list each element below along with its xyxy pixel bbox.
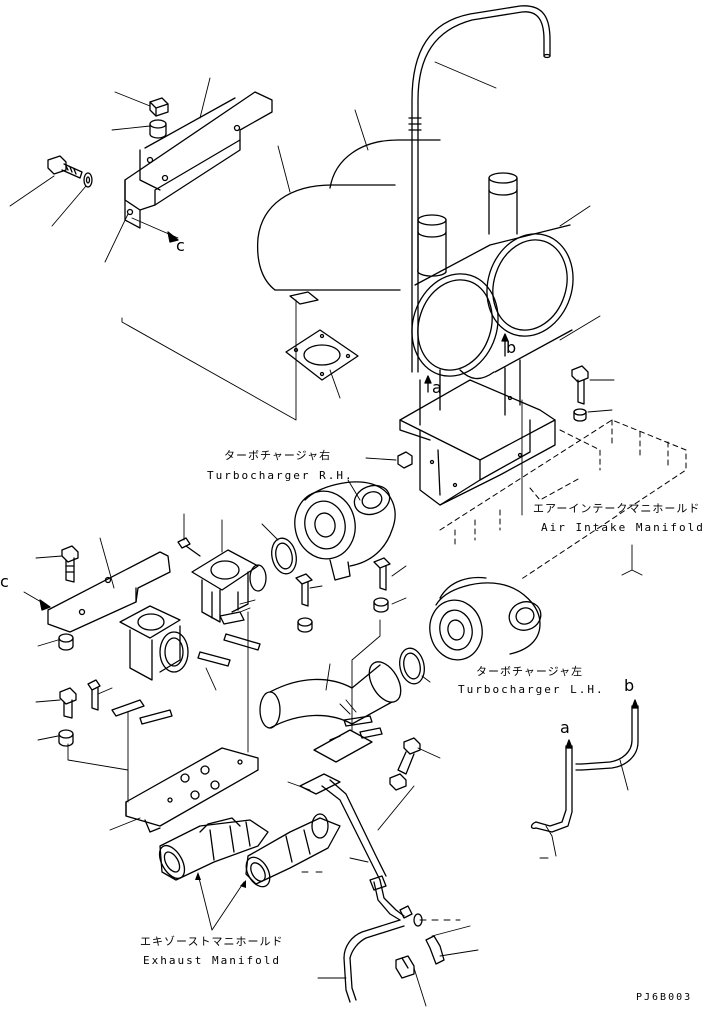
arrow-c-top — [167, 231, 179, 243]
ref-c-top: c — [176, 236, 185, 255]
breather-tube — [408, 5, 551, 373]
air-intake-manifold — [439, 419, 687, 581]
bolt-mid-2 — [373, 557, 407, 591]
turbo-adapter-rh — [191, 549, 267, 623]
adapter-bolt-lh — [87, 679, 113, 711]
turbo-rh-label-en: Turbocharger R.H. — [207, 469, 354, 482]
drawing-code: PJ6B003 — [636, 992, 693, 1003]
exhaust-manifold-label-en: Exhaust Manifold — [143, 954, 281, 967]
turbocharger-rh — [294, 481, 396, 581]
adapter-stud — [177, 513, 223, 557]
left-spacer-1 — [58, 633, 74, 651]
intake-manifold-label-en: Air Intake Manifold — [541, 521, 705, 534]
upper-bracket — [124, 91, 273, 229]
turbo-lh-gasket-ring — [399, 647, 431, 685]
intake-manifold-label-jp: エアーインテークマニホールド — [533, 502, 701, 515]
left-bolt-bottom — [59, 687, 77, 719]
frame-nut — [365, 451, 413, 469]
turbo-lh-label-en: Turbocharger L.H. — [458, 683, 605, 696]
turbo-adapter-lh — [119, 605, 189, 681]
detail-tube-b — [575, 699, 639, 791]
bolt-mid-1 — [295, 573, 323, 607]
intake-housing — [411, 224, 574, 377]
ref-a-detail: a — [560, 718, 570, 737]
drain-tube — [317, 875, 405, 1003]
drain-fittings — [395, 905, 479, 1007]
intake-manifold-leaders — [521, 399, 643, 576]
shield-leaders — [67, 611, 249, 803]
exhaust-manifold-front — [158, 817, 269, 881]
connecting-pipe — [259, 661, 402, 729]
turbo-rh-label-jp: ターボチャージャ右 — [224, 449, 332, 462]
pipe-bracket-bolt — [397, 737, 441, 775]
left-leaders — [35, 537, 115, 741]
turbo-lh-label-jp: ターボチャージャ左 — [476, 665, 584, 678]
air-cleaner-leaders — [121, 109, 369, 421]
detail-tube-a — [530, 739, 573, 859]
air-cleaner-mount-pad — [285, 291, 359, 381]
left-spacer-2 — [58, 729, 74, 747]
nut-mid-2 — [373, 597, 407, 613]
cleaner-support-frame — [399, 359, 556, 506]
intake-leaders — [559, 205, 601, 341]
arrow-b-marker — [501, 333, 509, 357]
ref-b-mid: b — [506, 338, 517, 357]
upper-spacer — [149, 119, 167, 139]
ref-c-left: c — [0, 572, 9, 591]
pipe-clamps — [343, 715, 383, 739]
arrow-a-marker — [424, 375, 432, 393]
pipe-leaders — [349, 619, 381, 863]
left-bolt-top — [61, 545, 79, 583]
air-cleaner-right — [329, 139, 441, 189]
turbo-rh-leaders — [261, 479, 361, 541]
c-left-leader — [23, 591, 49, 607]
ref-a-mid: a — [432, 378, 442, 397]
heat-shield-plate — [109, 747, 259, 833]
upper-leaders — [9, 77, 211, 263]
upper-washer — [83, 172, 93, 188]
pipe-bracket-nut — [377, 773, 415, 831]
exhaust-manifold-label-jp: エキゾーストマニホールド — [140, 935, 284, 948]
pipe-bracket — [287, 729, 387, 881]
exhaust-manifold-rear — [245, 813, 341, 888]
arrow-c-left — [39, 599, 51, 611]
nut-mid-1 — [297, 617, 313, 633]
air-cleaner-left — [256, 184, 401, 291]
turbocharger-lh — [429, 576, 542, 661]
turbo-rh-gasket-ring — [271, 537, 297, 575]
left-bracket — [47, 551, 171, 633]
upper-nut — [149, 97, 169, 117]
adapter-clamps-rh — [219, 599, 261, 651]
ref-b-detail: b — [624, 676, 635, 695]
exhaust-leaders — [195, 871, 331, 931]
adapter-clamps-lh — [111, 651, 231, 725]
upper-bolt — [47, 155, 83, 179]
frame-bolt-right — [571, 365, 615, 422]
